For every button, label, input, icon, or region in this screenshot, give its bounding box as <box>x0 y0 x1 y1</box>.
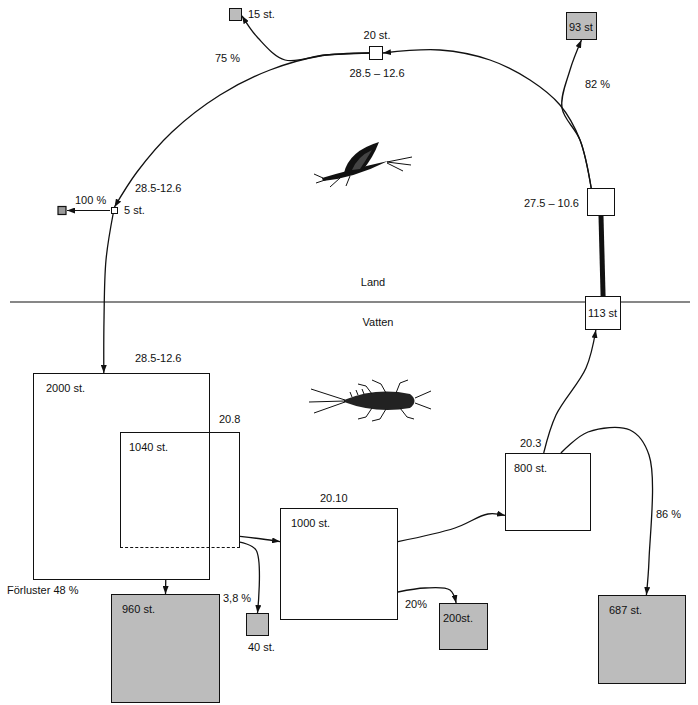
date-text: 28.5 – 12.6 <box>348 67 405 79</box>
flow-arrow <box>544 330 596 453</box>
flow-arrow <box>115 53 370 207</box>
date-text: 40 st. <box>247 641 276 653</box>
egg-laying-box: 28.5-12.65 st. <box>111 207 118 214</box>
percent-label: 3,8 % <box>222 592 252 604</box>
larva-population-box: 20.81040 st. <box>120 432 240 548</box>
percent-label: Förluster 48 % <box>6 584 80 596</box>
percent-label: 86 % <box>655 508 682 520</box>
flow-arrow <box>242 16 369 61</box>
loss-box: 687 st. <box>598 595 686 684</box>
larva-population-box: 20.3800 st. <box>505 453 591 531</box>
date-text: 5 st. <box>123 204 146 216</box>
percent-label: 82 % <box>584 78 611 90</box>
region-label: Land <box>360 276 386 288</box>
egg-population-box: 28.5-12.62000 st. <box>33 373 210 580</box>
adult-mayfly <box>314 142 412 187</box>
flow-arrow <box>165 580 167 594</box>
larva-population-box: 20.101000 st. <box>280 508 398 620</box>
percent-label: 20% <box>404 598 428 610</box>
thick-connector <box>601 216 603 296</box>
count-text: 1000 st. <box>291 517 330 529</box>
adult-loss-box: 15 st. <box>229 8 242 21</box>
loss-box: 40 st. <box>246 613 269 636</box>
date-text: 20.3 <box>519 437 542 449</box>
emergence-box: 27.5 – 10.6 <box>587 188 615 216</box>
date-text: 28.5-12.6 <box>134 182 182 194</box>
death-arrow <box>67 210 110 211</box>
count-text: 113 st <box>588 307 617 319</box>
count-text: 200st. <box>443 612 473 624</box>
count-text: 960 st. <box>122 603 155 615</box>
count-text: 800 st. <box>514 462 547 474</box>
date-text: 20.10 <box>319 492 349 504</box>
loss-box: 200st. <box>439 603 488 650</box>
loss-square <box>58 207 66 215</box>
count-text: 93 st <box>569 21 593 33</box>
flow-arrow <box>104 214 113 373</box>
flow-arrow <box>240 536 280 541</box>
adult-loss-box: 93 st <box>566 12 597 40</box>
region-label: Vatten <box>362 316 395 328</box>
date-text: 20.8 <box>218 413 241 425</box>
count-text: 2000 st. <box>46 382 85 394</box>
percent-label: 75 % <box>214 52 241 64</box>
percent-label: 100 % <box>74 194 107 206</box>
loss-box: 960 st. <box>111 594 220 703</box>
flow-arrow <box>398 514 505 542</box>
mayfly-nymph <box>309 380 431 421</box>
count-text: 687 st. <box>609 604 642 616</box>
date-text: 15 st. <box>247 8 276 20</box>
date-text: 27.5 – 10.6 <box>523 197 580 209</box>
date-text: 28.5-12.6 <box>134 352 182 364</box>
flow-arrow <box>383 50 591 188</box>
subimago-box: 113 st <box>585 296 621 330</box>
count-text: 1040 st. <box>129 441 168 453</box>
date-text: 20 st. <box>363 29 392 41</box>
adult-stage-box: 20 st.28.5 – 12.6 <box>369 46 383 60</box>
